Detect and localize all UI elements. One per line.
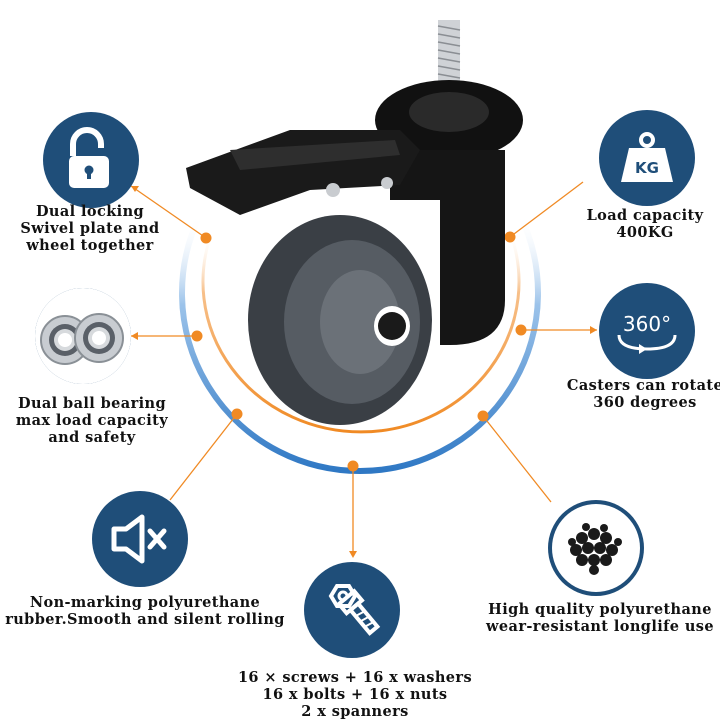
- feature-label-rotate: Casters can rotate 360 degrees: [566, 377, 720, 411]
- speaker-mute-icon: [92, 491, 188, 587]
- svg-text:360°: 360°: [623, 312, 671, 336]
- rotate-360-icon: 360°: [599, 283, 695, 379]
- polyurethane-granules-icon: [548, 500, 644, 596]
- feature-label-locking: Dual locking Swivel plate and wheel toge…: [20, 203, 160, 254]
- feature-label-hardware: 16 × screws + 16 x washers 16 x bolts + …: [237, 669, 473, 720]
- ball-bearing-icon: [35, 288, 131, 384]
- blue-arc: [179, 213, 541, 474]
- bolt-nut-icon: [304, 562, 400, 658]
- kg-weight-icon: KG: [599, 110, 695, 206]
- feature-label-silent: Non-marking polyurethane rubber.Smooth a…: [5, 594, 285, 628]
- feature-label-bearing: Dual ball bearing max load capacity and …: [15, 395, 169, 446]
- feature-label-material: High quality polyurethane wear-resistant…: [486, 601, 714, 635]
- orange-arc: [201, 231, 521, 434]
- padlock-open-icon: [43, 112, 139, 208]
- feature-label-load: Load capacity 400KG: [586, 207, 704, 241]
- svg-text:KG: KG: [635, 159, 659, 177]
